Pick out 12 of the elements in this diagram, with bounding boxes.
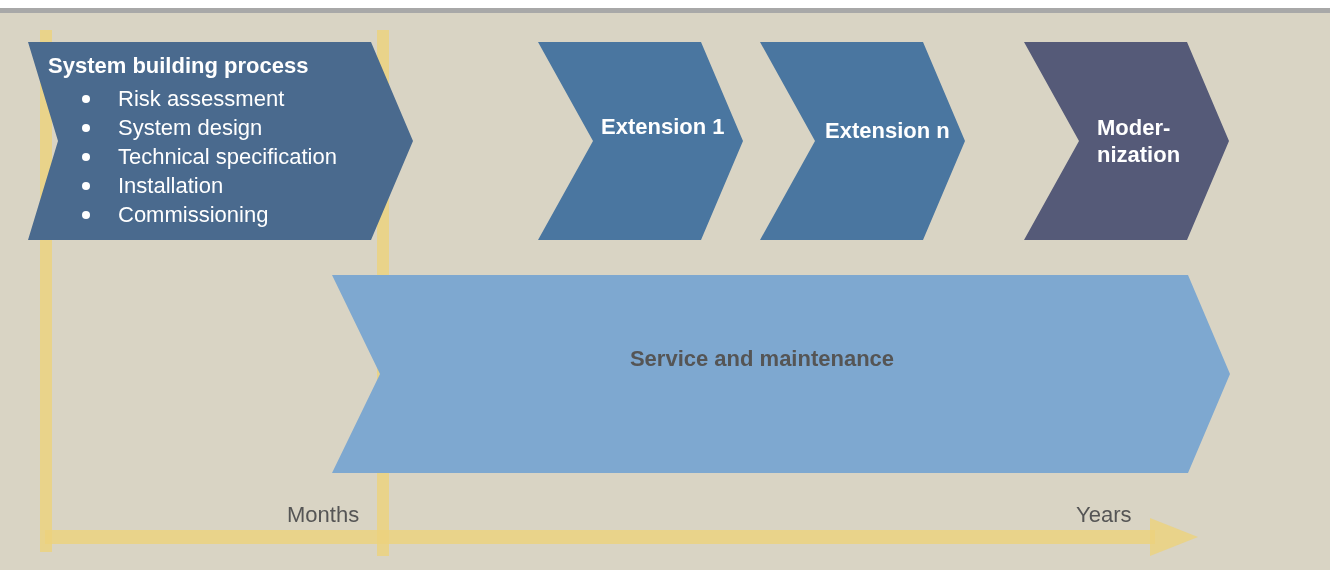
list-item: Technical specification — [118, 144, 337, 169]
list-item: Risk assessment — [118, 86, 285, 111]
stage-title: Service and maintenance — [628, 345, 896, 372]
axis-label: Months — [287, 502, 360, 528]
stage-title: System building process — [48, 52, 310, 79]
stage-title: Extension n — [825, 117, 951, 144]
axis-label: Years — [1076, 502, 1132, 528]
stage-title: Moder-nization — [1097, 114, 1182, 168]
stage-title: Extension 1 — [601, 113, 726, 140]
list-item: System design — [118, 115, 263, 140]
list-item: Commissioning — [118, 202, 269, 227]
list-item: Installation — [118, 173, 224, 198]
